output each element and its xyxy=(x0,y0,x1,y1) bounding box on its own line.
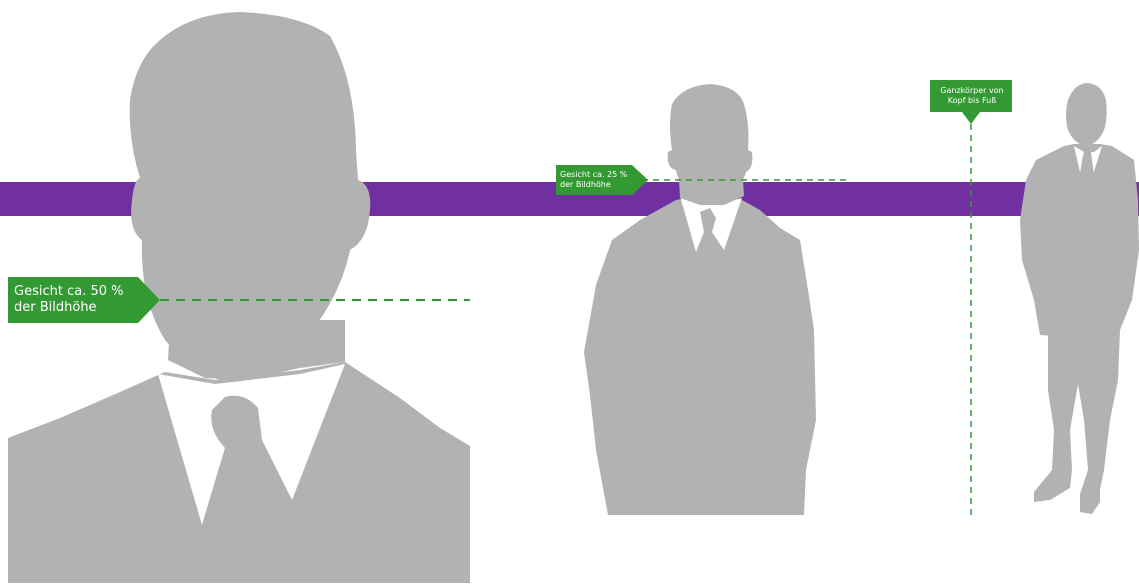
face-50-label-line1: Gesicht ca. 50 % xyxy=(14,284,123,300)
full-body-label-line1: Ganzkörper von xyxy=(932,86,1012,96)
fullbody-silhouette xyxy=(1020,83,1139,514)
face-25-label-line1: Gesicht ca. 25 % xyxy=(560,170,627,180)
full-body-label: Ganzkörper von Kopf bis Fuß xyxy=(932,86,1012,105)
full-body-label-line2: Kopf bis Fuß xyxy=(932,96,1012,106)
medium-silhouette xyxy=(584,84,816,515)
face-25-label-line2: der Bildhöhe xyxy=(560,180,627,190)
face-50-label-line2: der Bildhöhe xyxy=(14,300,123,316)
face-50-label: Gesicht ca. 50 % der Bildhöhe xyxy=(14,284,123,315)
face-25-label: Gesicht ca. 25 % der Bildhöhe xyxy=(560,170,627,189)
